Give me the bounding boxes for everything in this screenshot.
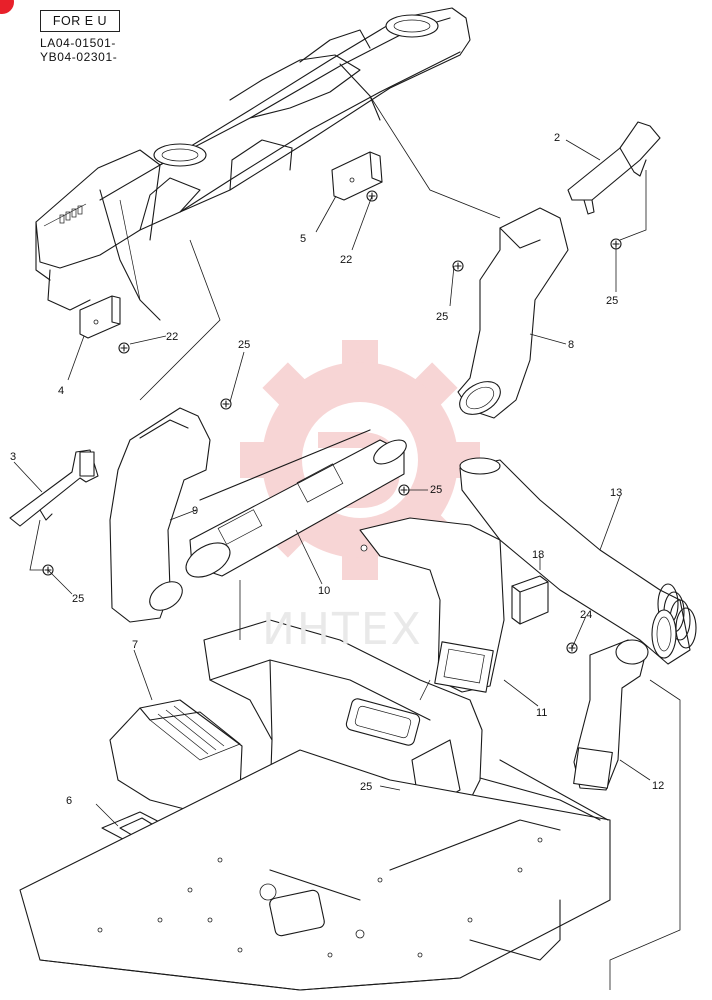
bolt-icon [220, 398, 232, 410]
callout-8: 8 [568, 339, 574, 351]
bolt-icon [118, 342, 130, 354]
callout-5: 5 [300, 233, 306, 245]
callout-25-upper-left: 25 [238, 339, 250, 351]
callout-25-right: 25 [606, 295, 618, 307]
callout-6: 6 [66, 795, 72, 807]
callout-22-lower: 22 [166, 331, 178, 343]
callout-22-upper: 22 [340, 254, 352, 266]
bolt-icon [398, 484, 410, 496]
callout-3: 3 [10, 451, 16, 463]
callout-25-left: 25 [72, 593, 84, 605]
variant-tag: FOR E U [40, 10, 120, 32]
bracket-part-2 [567, 121, 661, 215]
callout-11: 11 [536, 707, 547, 719]
callout-2: 2 [554, 132, 560, 144]
upper-frame-assembly [35, 7, 471, 321]
callout-13: 13 [610, 487, 622, 499]
hose-part-13 [459, 457, 697, 665]
callout-12: 12 [652, 780, 664, 792]
block-part-18 [511, 575, 549, 625]
bracket-part-4 [79, 295, 121, 339]
duct-part-12 [573, 639, 649, 791]
serial-range-2: YB04-02301- [40, 50, 118, 64]
callout-7: 7 [132, 639, 138, 651]
watermark-text: ИНТЕХ [262, 604, 423, 655]
callout-10: 10 [318, 585, 330, 597]
callout-18: 18 [532, 549, 544, 561]
duct-part-11 [359, 517, 505, 693]
floor-plate [19, 749, 611, 991]
duct-part-9 [109, 407, 211, 623]
callout-24: 24 [580, 609, 592, 621]
part-callouts: 2 3 4 5 6 7 8 9 10 11 12 13 18 24 22 22 … [10, 132, 664, 807]
frame-slots [59, 205, 83, 224]
callout-25-center: 25 [430, 484, 442, 496]
serial-range-1: LA04-01501- [40, 36, 116, 50]
bolt-icon [452, 260, 464, 272]
callout-4: 4 [58, 385, 64, 397]
duct-part-8 [457, 207, 569, 419]
bracket-part-3 [9, 449, 99, 527]
callout-25-mid: 25 [436, 311, 448, 323]
callout-25-lower: 25 [360, 781, 372, 793]
duct-part-10 [185, 429, 407, 578]
callout-9: 9 [192, 505, 198, 517]
bracket-part-5 [331, 151, 383, 201]
leader-lines [13, 95, 681, 990]
